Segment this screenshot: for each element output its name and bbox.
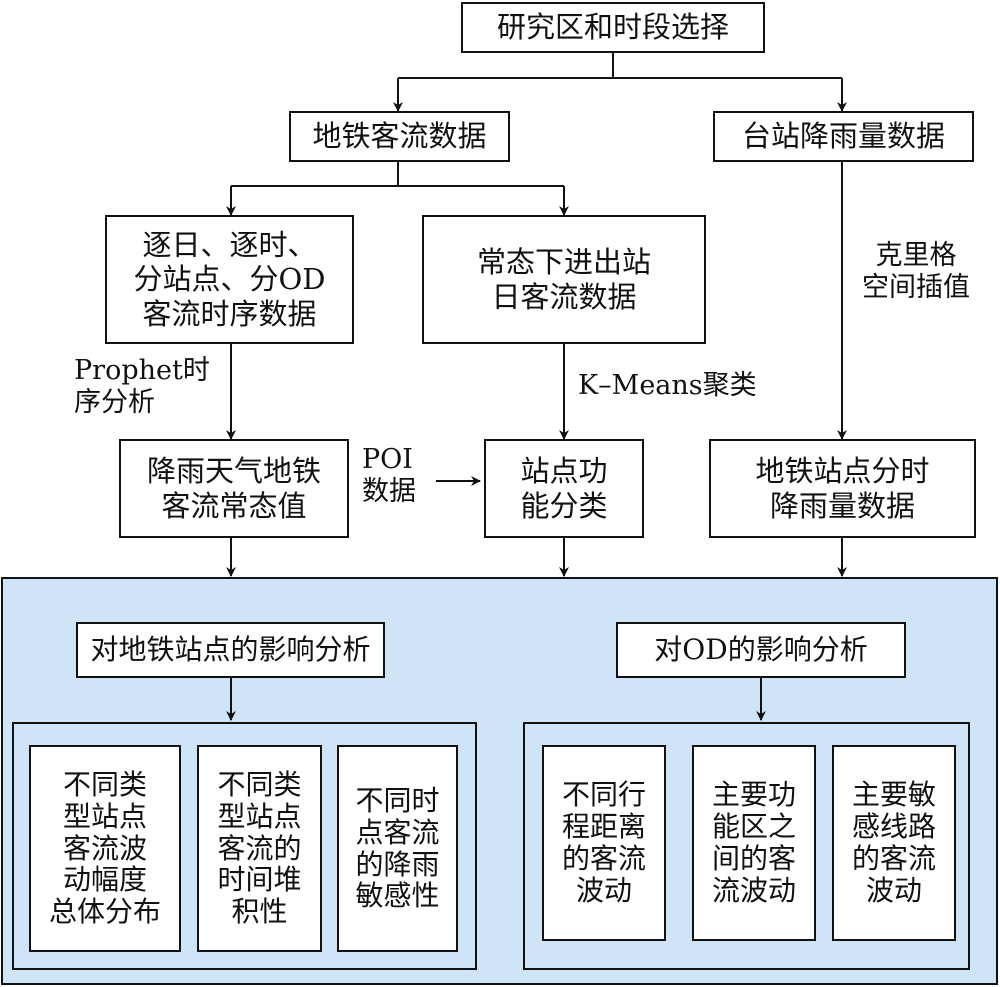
od-impact-title: 对OD的影响分析: [616, 622, 906, 678]
study-selection-box: 研究区和时段选择: [461, 2, 765, 53]
kriging-label: 克里格 空间插值: [862, 240, 970, 303]
station-function-class-box: 站点功 能分类: [484, 439, 644, 538]
timeseries-data-box: 逐日、逐时、 分站点、分OD 客流时序数据: [105, 215, 354, 344]
od-item-sensitive-lines: 主要敏 感线路 的客流 波动: [832, 745, 956, 941]
od-item-trip-distance: 不同行 程距离 的客流 波动: [542, 745, 666, 941]
station-item-fluctuation-distribution: 不同类 型站点 客流波 动幅度 总体分布: [29, 745, 181, 952]
od-item-functional-zones: 主要功 能区之 间的客 流波动: [692, 745, 816, 941]
station-impact-title: 对地铁站点的影响分析: [76, 622, 385, 678]
station-item-time-accumulation: 不同类 型站点 客流的 时间堆 积性: [197, 745, 322, 952]
rainy-normal-value-box: 降雨天气地铁 客流常态值: [119, 439, 349, 538]
normal-daily-flow-box: 常态下进出站 日客流数据: [422, 215, 706, 344]
station-item-rain-sensitivity: 不同时 点客流 的降雨 敏感性: [337, 745, 458, 952]
poi-label: POI 数据: [362, 444, 416, 507]
kmeans-label: K–Means聚类: [578, 370, 757, 401]
rainfall-station-data-box: 台站降雨量数据: [713, 111, 974, 162]
prophet-label: Prophet时 序分析: [74, 355, 210, 418]
station-hourly-rain-box: 地铁站点分时 降雨量数据: [709, 439, 976, 538]
metro-flow-data-box: 地铁客流数据: [289, 111, 510, 162]
